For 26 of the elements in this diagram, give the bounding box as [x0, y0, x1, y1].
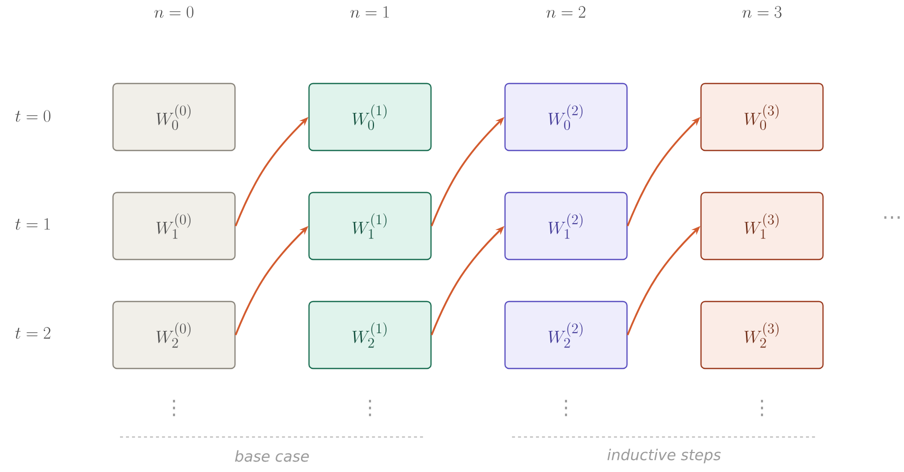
ellipsis: ⋮: [172, 400, 176, 416]
bracket-caption: base case: [235, 450, 309, 462]
matrix-box: $W_2^{(0)}$: [112, 300, 236, 370]
matrix-box: $W_0^{(1)}$: [308, 82, 432, 152]
ellipsis: ⋮: [760, 400, 764, 416]
ellipsis: ⋮: [368, 400, 372, 416]
matrix-box: $W_0^{(2)}$: [504, 82, 628, 152]
matrix-box: $W_2^{(2)}$: [504, 300, 628, 370]
row-label: $t = 2$: [15, 327, 50, 339]
matrix-box: $W_1^{(0)}$: [112, 192, 236, 260]
ellipsis: ⋯: [884, 216, 900, 219]
ellipsis: ⋮: [564, 400, 568, 416]
matrix-box: $W_0^{(3)}$: [700, 82, 824, 152]
matrix-box: $W_2^{(3)}$: [700, 300, 824, 370]
row-label: $t = 1$: [15, 218, 50, 230]
column-heading: $n = 3$: [742, 6, 782, 18]
matrix-box: $W_1^{(1)}$: [308, 192, 432, 260]
column-heading: $n = 2$: [546, 6, 586, 18]
matrix-box: $W_1^{(3)}$: [700, 192, 824, 260]
matrix-box: $W_0^{(0)}$: [112, 82, 236, 152]
column-heading: $n = 1$: [350, 6, 389, 18]
matrix-box: $W_2^{(1)}$: [308, 300, 432, 370]
row-label: $t = 0$: [15, 110, 50, 122]
column-heading: $n = 0$: [154, 6, 194, 18]
matrix-box: $W_1^{(2)}$: [504, 192, 628, 260]
bracket-caption: inductive steps: [607, 448, 721, 464]
